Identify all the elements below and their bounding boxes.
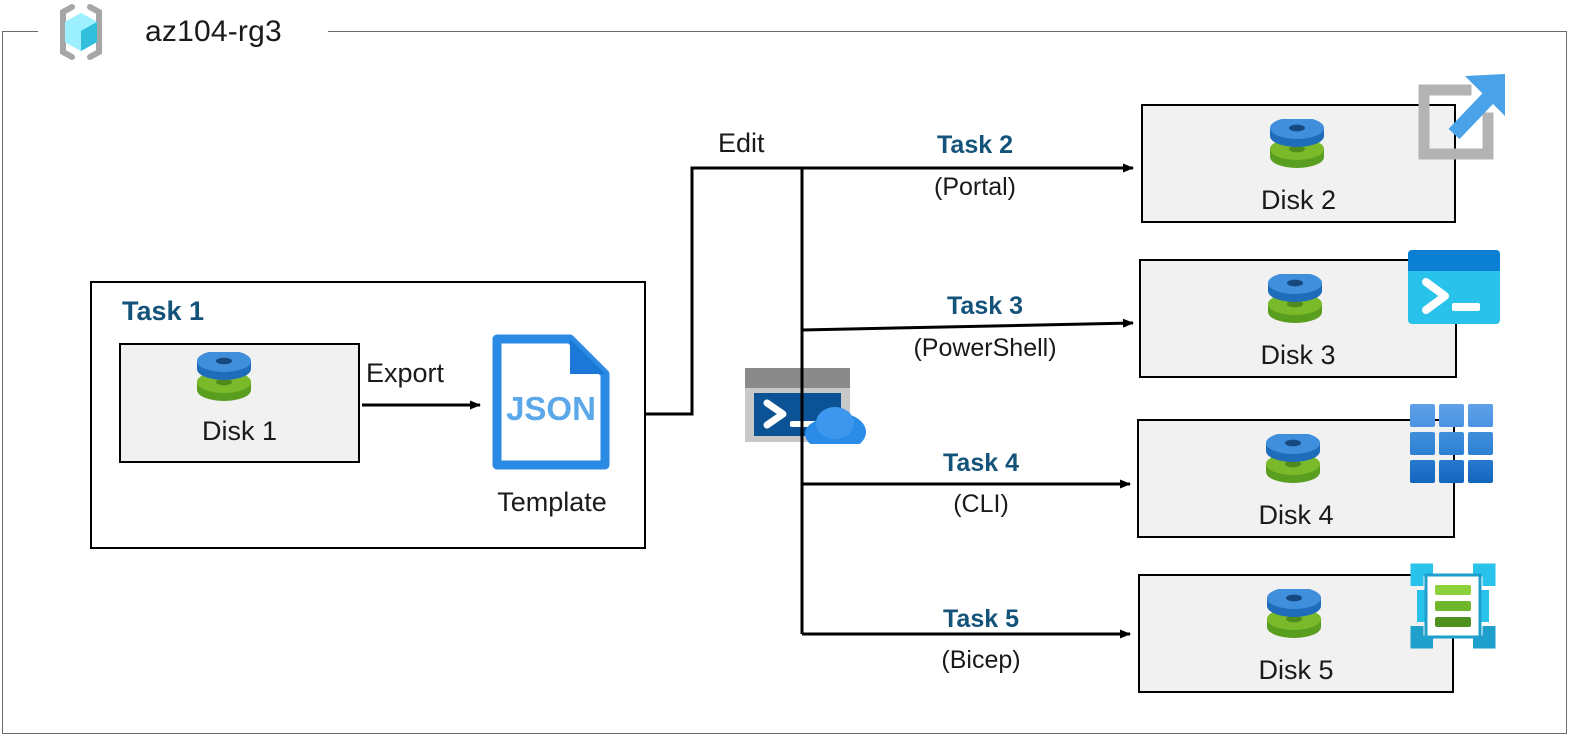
cloud-shell-icon [743, 366, 867, 451]
task3-method-label: (PowerShell) [913, 334, 1057, 362]
task2-edge-label: Task 2 [937, 131, 1013, 159]
bicep-icon [1407, 560, 1499, 652]
json-file-icon: JSON [492, 334, 610, 470]
task4-method-label: (CLI) [953, 490, 1009, 518]
export-label: Export [366, 358, 445, 388]
task1-heading: Task 1 [122, 296, 205, 326]
resource-group-container [2, 31, 1567, 734]
azure-resource-group-icon [50, 2, 112, 62]
task2-method-label: (Portal) [934, 173, 1016, 201]
managed-disk-icon [1262, 587, 1326, 649]
task5-method-label: (Bicep) [941, 646, 1021, 674]
disk2-label: Disk 2 [1260, 185, 1336, 215]
azure-cli-icon [1408, 402, 1496, 486]
template-caption: Template [497, 487, 607, 517]
task4-edge-label: Task 4 [943, 449, 1019, 477]
resource-group-name: az104-rg3 [145, 15, 282, 48]
task3-edge-label: Task 3 [947, 292, 1023, 320]
task5-edge-label: Task 5 [943, 605, 1019, 633]
json-file-type: JSON [506, 390, 596, 427]
disk4-label: Disk 4 [1258, 500, 1334, 530]
powershell-icon [1408, 250, 1500, 324]
azure-portal-icon [1410, 66, 1510, 166]
disk1-label: Disk 1 [201, 416, 277, 446]
managed-disk-icon [1261, 432, 1325, 494]
managed-disk-icon [192, 350, 256, 412]
disk3-label: Disk 3 [1260, 340, 1336, 370]
edit-label: Edit [718, 128, 765, 158]
managed-disk-icon [1263, 272, 1327, 334]
managed-disk-icon [1265, 117, 1329, 179]
disk5-label: Disk 5 [1258, 655, 1334, 685]
